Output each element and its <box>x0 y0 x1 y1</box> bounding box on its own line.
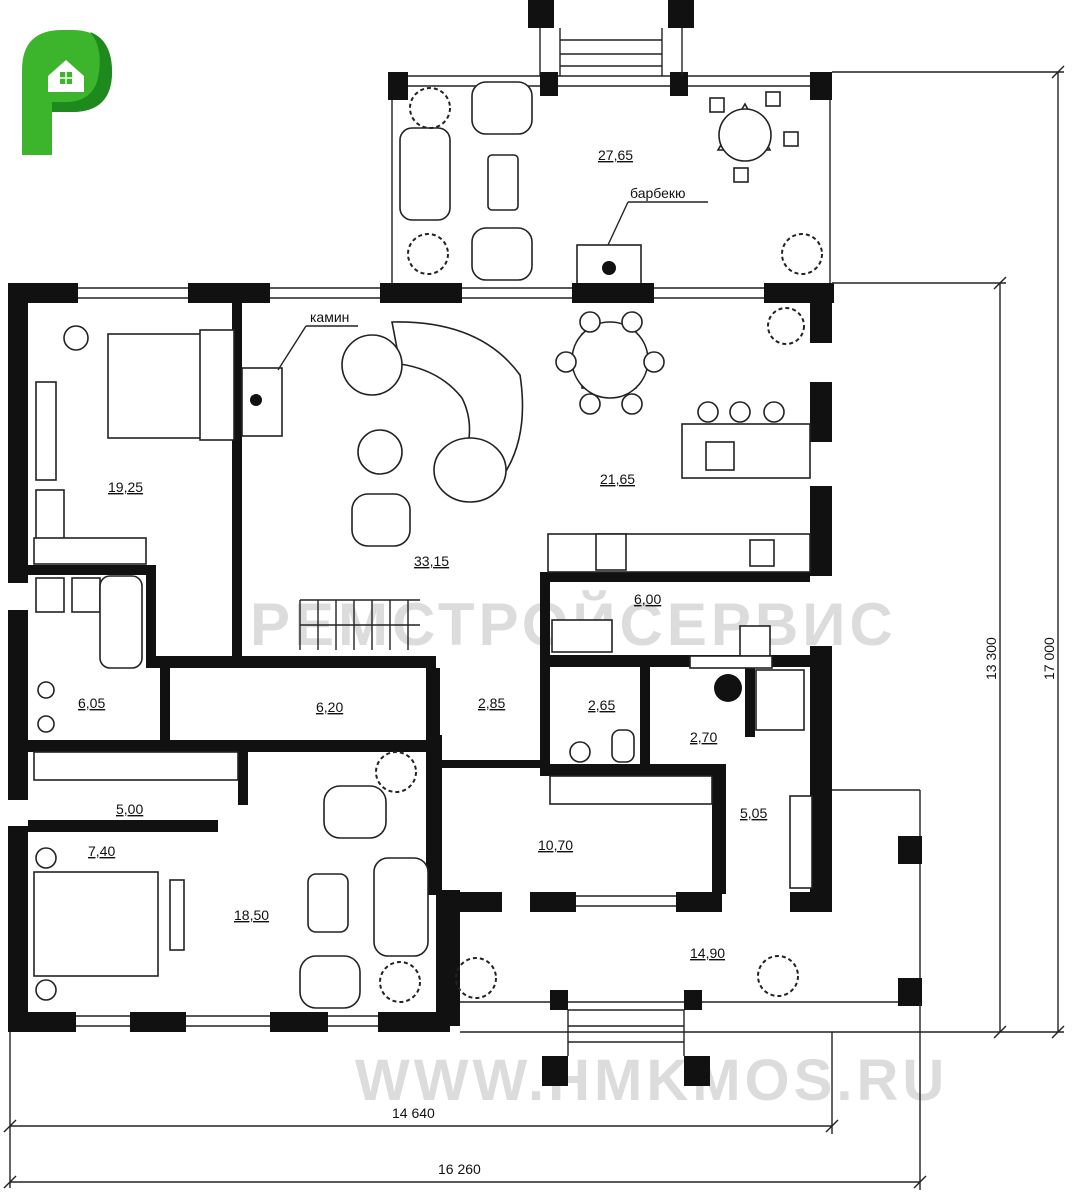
room-area-hall: 6,20 <box>316 699 343 715</box>
label-fireplace: камин <box>310 309 349 325</box>
dimension-lines <box>3 65 1065 1190</box>
dimension-height-total: 17 000 <box>1041 637 1057 680</box>
room-area-terrace-bottom: 14,90 <box>690 945 725 961</box>
room-area-wc: 2,65 <box>588 697 615 713</box>
room-area-entrance-hall: 10,70 <box>538 837 573 853</box>
terrace-top <box>388 0 832 286</box>
room-area-kitchen-dining: 21,65 <box>600 471 635 487</box>
room-area-bedroom-left: 19,25 <box>108 479 143 495</box>
room-area-storage: 5,05 <box>740 805 767 821</box>
room-area-wardrobe: 7,40 <box>88 843 115 859</box>
company-logo <box>22 30 112 155</box>
room-area-corridor: 2,85 <box>478 695 505 711</box>
terrace-bottom <box>455 789 922 1086</box>
dimension-width-total: 16 260 <box>438 1161 481 1177</box>
furniture <box>33 307 813 1009</box>
room-area-living: 33,15 <box>414 553 449 569</box>
watermark-site: WWW.HMKMOS.RU <box>355 1048 948 1113</box>
label-bbq: барбекю <box>630 185 686 201</box>
room-area-pantry: 6,00 <box>634 591 661 607</box>
room-area-bedroom-bottom: 18,50 <box>234 907 269 923</box>
room-area-bath-left: 6,05 <box>78 695 105 711</box>
room-area-terrace-top: 27,65 <box>598 147 633 163</box>
dimension-width-inner: 14 640 <box>392 1105 435 1121</box>
room-area-closet: 5,00 <box>116 801 143 817</box>
dimension-height-inner: 13 300 <box>983 637 999 680</box>
outer-walls <box>8 283 834 1032</box>
interior-walls <box>28 303 810 895</box>
room-area-boiler: 2,70 <box>690 729 717 745</box>
